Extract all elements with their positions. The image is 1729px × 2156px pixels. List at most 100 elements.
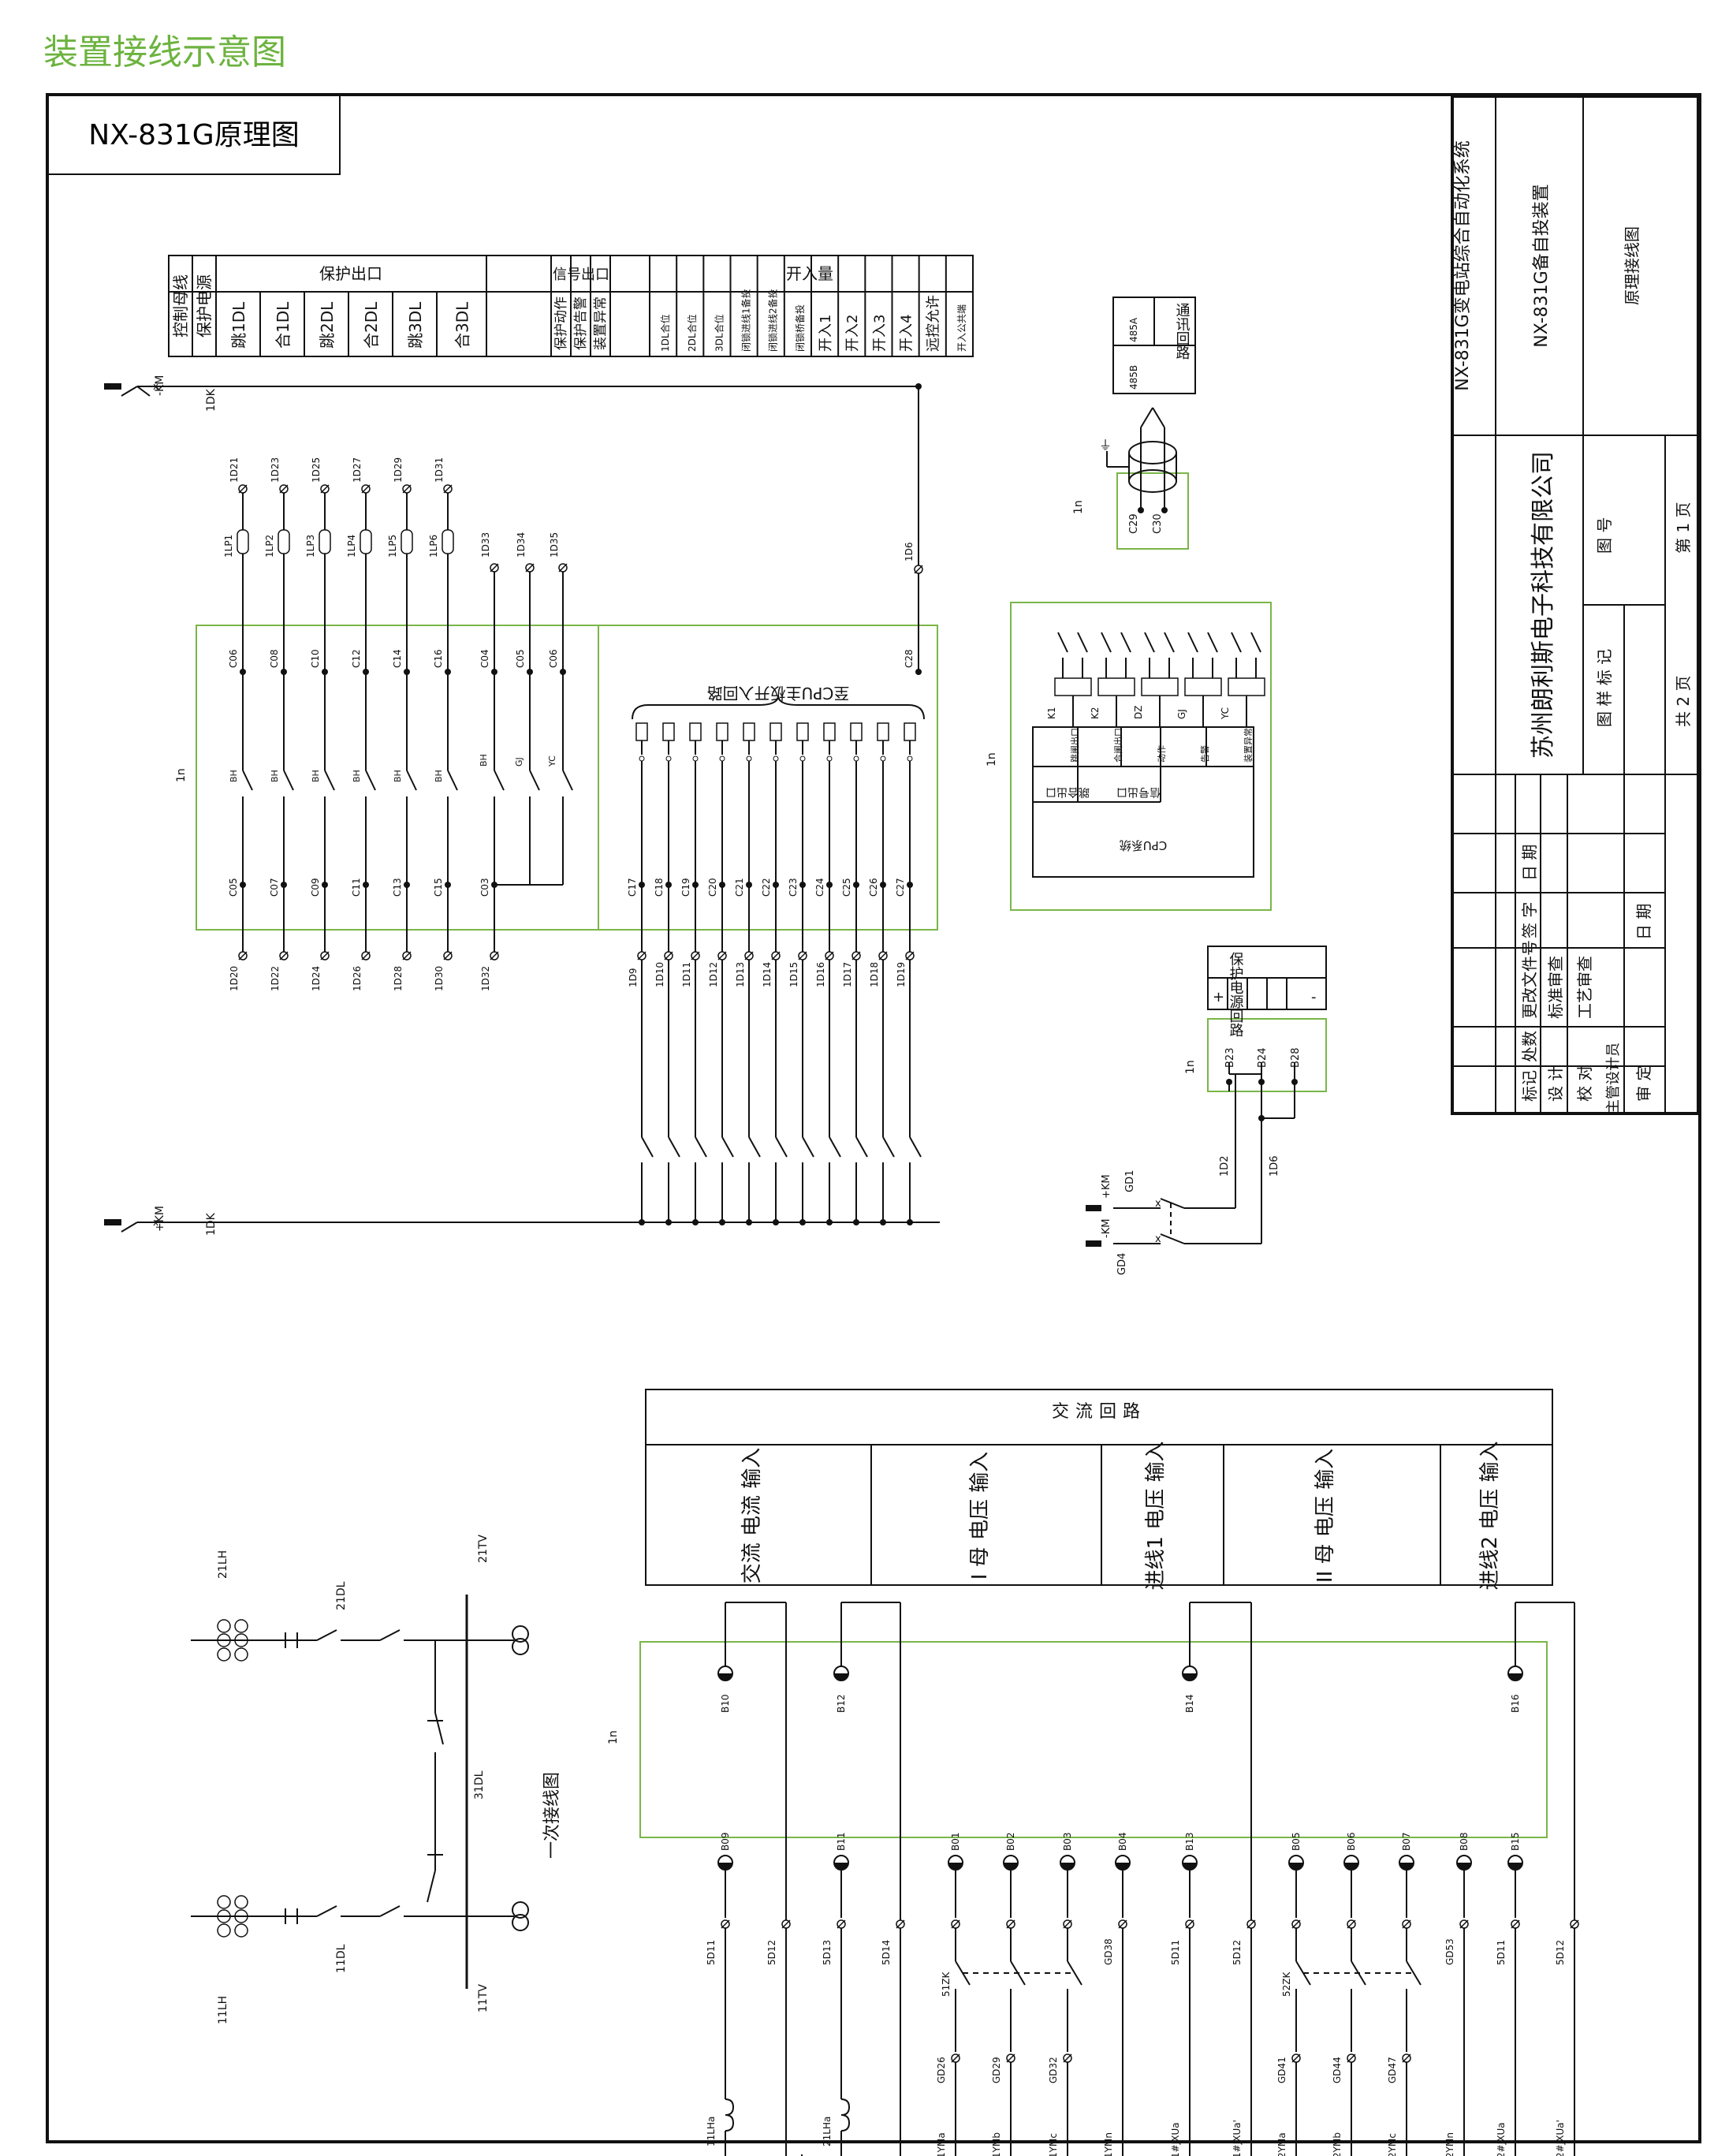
power-b24: B24 [1257, 1048, 1269, 1068]
ac-end-8: 2YMc [1387, 2133, 1398, 2156]
bot-term-2: 1D24 [311, 966, 322, 991]
in-term-1: 1D10 [654, 962, 665, 987]
sig-pin-0: C04 [479, 649, 490, 668]
in-pin-9: C26 [868, 878, 879, 897]
plate-0 [237, 529, 249, 554]
relay-coil-1 [1097, 677, 1135, 696]
ac-zk1: 51ZK [941, 1971, 952, 1997]
relay-coil-0 [1054, 677, 1092, 696]
plate-label-1: 1LP2 [264, 535, 275, 558]
ac-bot-pin-11: B15 [1510, 1832, 1521, 1851]
ac-title: 交流回路 [1052, 1402, 1146, 1422]
in-pin-0: C17 [627, 878, 638, 897]
tb-f11: 日 期 [1634, 904, 1653, 940]
ac-bot-pin-4: B03 [1062, 1832, 1073, 1851]
bot-pin-5: C15 [433, 878, 444, 897]
ac-bot-pin-3: B02 [1005, 1832, 1016, 1851]
in-label-5: 闭锁桥备投 [794, 304, 806, 352]
opto-5 [769, 722, 782, 741]
in-label-6: 开入1 [818, 315, 834, 352]
primary-title: 一次接线图 [542, 1772, 562, 1859]
opto-4 [743, 722, 755, 741]
in-pin-1: C18 [654, 878, 665, 897]
ac-sd-7: GD53 [1444, 1938, 1455, 1965]
top-pin-5: C16 [433, 649, 444, 668]
power-km-neg: -KM [1101, 1219, 1112, 1238]
bot-pin-0: C05 [228, 878, 239, 897]
ac-sd-4: GD38 [1103, 1938, 1114, 1965]
comm-unit: 1n [1072, 500, 1085, 514]
ac-end-11: 2#JXUa' [1555, 2120, 1566, 2156]
ac-end-2: 1YMc [1048, 2133, 1059, 2156]
opto-7 [823, 722, 836, 741]
power-gd4: GD4 [1116, 1253, 1128, 1275]
relay-coil-2 [1141, 677, 1179, 696]
ac-end-1: 1YMb [991, 2132, 1002, 2156]
tb-f13: 图 号 [1595, 517, 1614, 554]
in-pin-7: C24 [814, 878, 825, 897]
ac-col-0: 交流 电流 输入 [740, 1448, 764, 1584]
power-unit: 1n [1184, 1060, 1197, 1074]
cpu-brace [632, 695, 925, 720]
ac-end-10: 2#JXUa [1496, 2122, 1507, 2156]
out-label-5: 合3DL [453, 301, 472, 349]
power-gd1: GD1 [1124, 1170, 1136, 1192]
relay-label-4: 装置异常 [1243, 728, 1254, 763]
opto-1 [662, 722, 675, 741]
power-box [1086, 946, 1327, 1247]
pl-11lh: 11LH [217, 1996, 229, 2024]
top-pin-2: C10 [310, 649, 321, 668]
power-x2: x [1155, 1233, 1161, 1245]
ac-gd-5: GD47 [1387, 2057, 1398, 2083]
sig-term-1: 1D34 [516, 532, 527, 558]
ac-bot-pin-1: B11 [836, 1832, 847, 1851]
ct-coil-1 [840, 2098, 851, 2132]
top-pin-1: C08 [269, 649, 280, 668]
c28-label: C28 [904, 649, 915, 668]
relay-coil-3 [1184, 677, 1222, 696]
sig-bot-term: 1D32 [480, 966, 491, 991]
ac-gd-3: GD41 [1276, 2057, 1287, 2083]
power-b23: B23 [1224, 1048, 1236, 1068]
d6-label: 1D6 [904, 542, 915, 561]
comm-gnd: ⏚ [1099, 438, 1112, 453]
ac-top-pin-3: B16 [1510, 1694, 1521, 1713]
opto-3 [716, 722, 728, 741]
tb-f12: 图 样 标 记 [1595, 649, 1614, 727]
ac-bot-pin-10: B08 [1459, 1832, 1470, 1851]
in-label-4: 闭锁进线2备投 [767, 289, 779, 352]
plate-5 [442, 529, 454, 554]
ac-end-0: 1YMa [936, 2132, 947, 2156]
in-term-4: 1D13 [735, 962, 746, 987]
dk-x-bot: x [153, 1217, 158, 1228]
dk-x-top: x [153, 381, 158, 392]
in-label-8: 开入3 [871, 315, 888, 352]
ac-unit: 1n [607, 1730, 620, 1744]
top-term-3: 1D27 [352, 457, 363, 483]
plate-label-2: 1LP3 [305, 535, 316, 558]
tb-drawing: 原理接线图 [1623, 226, 1641, 305]
bh-5: BH [434, 770, 444, 782]
bot-pin-3: C11 [351, 878, 362, 897]
bh-2: BH [311, 770, 321, 782]
page-title: 装置接线示意图 [43, 32, 286, 73]
in-pin-6: C23 [788, 878, 799, 897]
plate-3 [360, 529, 372, 554]
power-d2: 1D2 [1219, 1155, 1231, 1177]
in-term-3: 1D12 [708, 962, 719, 987]
tb-f6: 标准审查 [1546, 956, 1565, 1019]
plate-1 [278, 529, 290, 554]
ac-bot-pin-5: B04 [1117, 1832, 1128, 1851]
sig-pin-2: C06 [548, 649, 559, 668]
ac-top-pin-1: B12 [836, 1694, 847, 1713]
ac-sd-1: 5D12 [766, 1940, 777, 1965]
in-term-10: 1D19 [896, 962, 907, 987]
hdr-power: 保护电源 [195, 274, 214, 338]
ac-sd-2: 5D13 [822, 1940, 833, 1965]
km-neg-label: -KM [154, 375, 166, 396]
in-label-11: 开入公共端 [956, 304, 967, 352]
ac-ct-0: 11LHa [706, 2117, 717, 2147]
comm-p1: C29 [1128, 513, 1140, 534]
in-term-0: 1D9 [628, 968, 639, 987]
opto-0 [635, 722, 648, 741]
